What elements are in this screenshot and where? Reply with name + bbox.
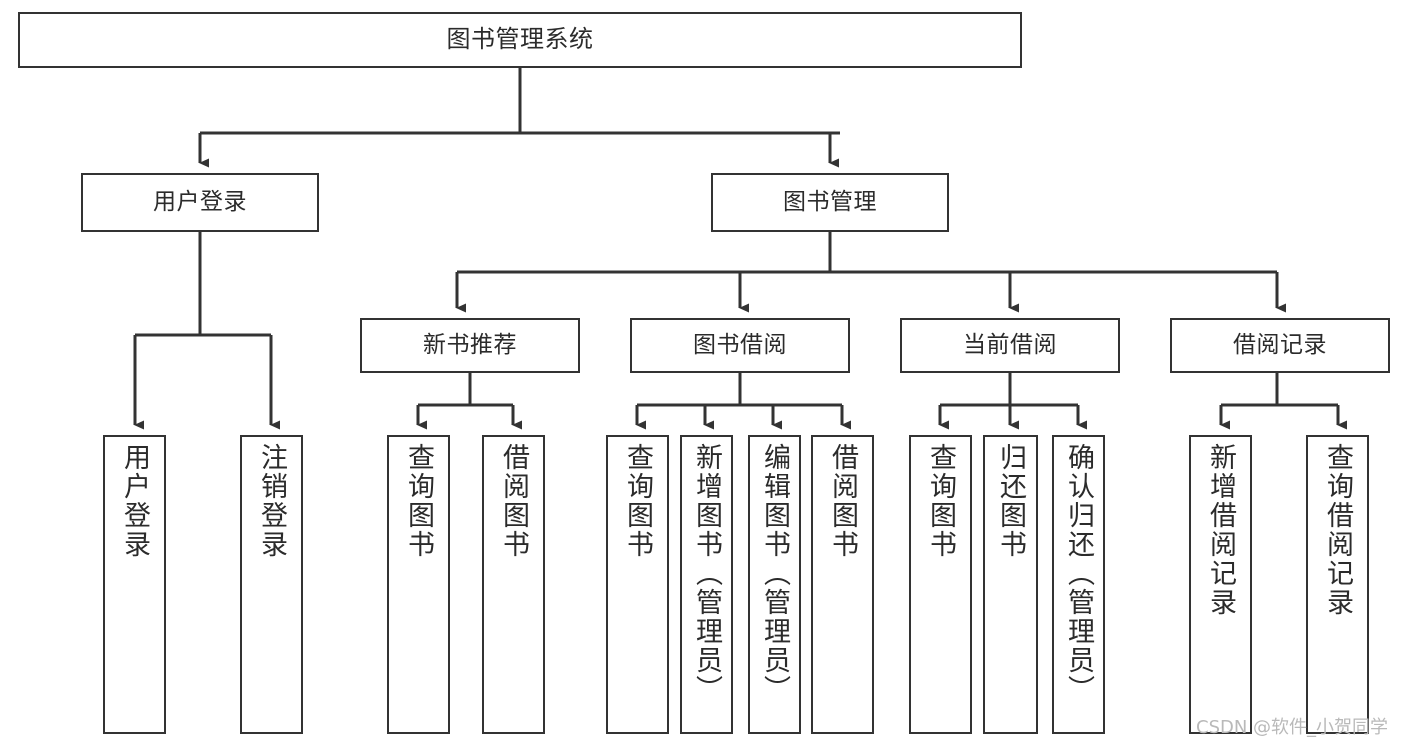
leaf-borrow-query-book[interactable]: 查询图书	[606, 435, 669, 734]
node-label: 注销登录	[256, 443, 287, 559]
leaf-borrow-edit-book-admin[interactable]: 编辑图书（管理员）	[748, 435, 801, 734]
node-label: 查询借阅记录	[1322, 443, 1353, 617]
node-label: 确认归还（管理员）	[1063, 443, 1094, 704]
leaf-current-confirm-return-admin[interactable]: 确认归还（管理员）	[1052, 435, 1105, 734]
leaf-user-login-logout[interactable]: 注销登录	[240, 435, 303, 734]
node-label: 用户登录	[153, 189, 247, 216]
node-user-login[interactable]: 用户登录	[81, 173, 319, 232]
node-label: 新增借阅记录	[1205, 443, 1236, 617]
node-label: 借阅图书	[827, 443, 858, 559]
csdn-watermark: CSDN @软件_小贺同学	[1196, 717, 1389, 738]
node-label: 用户登录	[119, 443, 150, 559]
node-book-management[interactable]: 图书管理	[711, 173, 949, 232]
leaf-new-book-borrow[interactable]: 借阅图书	[482, 435, 545, 734]
leaf-record-add-record[interactable]: 新增借阅记录	[1189, 435, 1252, 734]
node-label: 借阅图书	[498, 443, 529, 559]
leaf-user-login-login[interactable]: 用户登录	[103, 435, 166, 734]
node-label: 图书管理系统	[446, 25, 594, 54]
leaf-current-query-book[interactable]: 查询图书	[909, 435, 972, 734]
node-label: 图书管理	[783, 189, 877, 216]
leaf-current-return-book[interactable]: 归还图书	[983, 435, 1038, 734]
node-label: 查询图书	[403, 443, 434, 559]
node-root-system[interactable]: 图书管理系统	[18, 12, 1022, 68]
node-label: 新书推荐	[423, 332, 517, 359]
leaf-borrow-add-book-admin[interactable]: 新增图书（管理员）	[680, 435, 733, 734]
node-new-book-recommend[interactable]: 新书推荐	[360, 318, 580, 373]
leaf-new-book-query[interactable]: 查询图书	[387, 435, 450, 734]
node-label: 当前借阅	[963, 332, 1057, 359]
node-borrow-record[interactable]: 借阅记录	[1170, 318, 1390, 373]
node-label: 借阅记录	[1233, 332, 1327, 359]
leaf-record-query-record[interactable]: 查询借阅记录	[1306, 435, 1369, 734]
node-label: 图书借阅	[693, 332, 787, 359]
leaf-borrow-borrow-book[interactable]: 借阅图书	[811, 435, 874, 734]
node-label: 新增图书（管理员）	[691, 443, 722, 704]
node-label: 查询图书	[925, 443, 956, 559]
node-label: 归还图书	[995, 443, 1026, 559]
node-book-borrow[interactable]: 图书借阅	[630, 318, 850, 373]
node-label: 查询图书	[622, 443, 653, 559]
node-current-borrow[interactable]: 当前借阅	[900, 318, 1120, 373]
node-label: 编辑图书（管理员）	[759, 443, 790, 704]
